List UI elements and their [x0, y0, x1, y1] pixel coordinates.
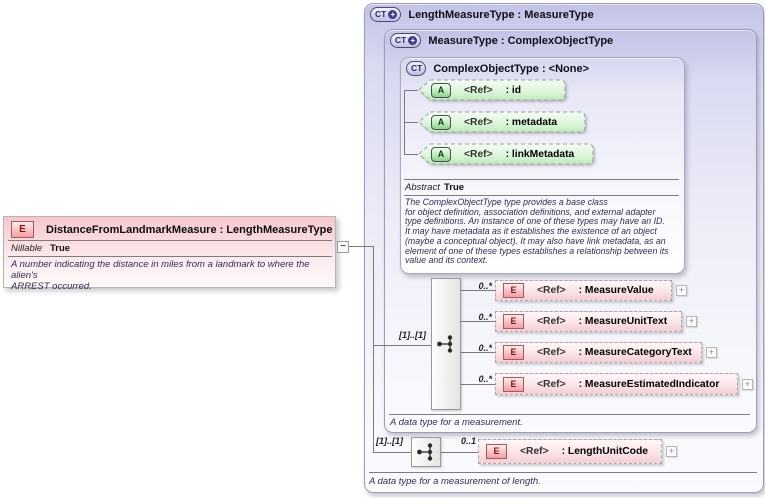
attribute-ref: <Ref> — [464, 116, 493, 128]
element-cardinality: 0..* — [478, 374, 492, 384]
element-ref: <Ref> — [537, 285, 566, 296]
length-measure-type-header: CT+ LengthMeasureType : MeasureType — [370, 7, 594, 22]
expand-icon: + — [408, 36, 418, 45]
element-icon: E — [503, 376, 524, 392]
plus-icon: + — [678, 285, 685, 295]
expand-icon: + — [388, 10, 398, 19]
expand-toggle[interactable]: + — [676, 285, 687, 296]
plus-icon: + — [744, 379, 751, 389]
attribute-name: : metadata — [505, 116, 558, 128]
complex-type-icon[interactable]: CT+ — [390, 33, 422, 48]
expand-toggle[interactable]: + — [706, 347, 717, 358]
left-element-header: E DistanceFromLandmarkMeasure : LengthMe… — [11, 221, 332, 238]
plus-icon: + — [668, 446, 675, 456]
plus-icon: + — [688, 316, 695, 326]
abstract-value: True — [444, 182, 465, 193]
group-cardinality: [1]..[1] — [376, 436, 403, 446]
element-cardinality: 0..* — [478, 312, 492, 322]
element-name: : MeasureCategoryText — [578, 347, 692, 358]
attribute-icon: A — [431, 146, 451, 162]
element-name: : MeasureEstimatedIndicator — [578, 378, 720, 390]
attribute-box-id[interactable]: A <Ref> : id — [418, 79, 566, 101]
element-box-distance-from-landmark-measure[interactable]: E DistanceFromLandmarkMeasure : LengthMe… — [3, 216, 336, 292]
element-icon: E — [503, 283, 524, 298]
expand-toggle[interactable]: + — [666, 446, 677, 457]
element-ref: <Ref> — [537, 347, 566, 358]
element-icon: E — [503, 345, 524, 360]
minus-icon: − — [340, 241, 346, 252]
attribute-name: : linkMetadata — [505, 148, 575, 160]
complex-type-icon[interactable]: CT — [406, 61, 427, 76]
page-title: LengthMeasureType : MeasureType — [408, 8, 594, 21]
complex-object-type-title: ComplexObjectType : <None> — [433, 62, 590, 75]
sequence-icon — [437, 335, 453, 353]
element-cardinality: 0..1 — [460, 436, 476, 446]
complex-type-icon[interactable]: CT+ — [370, 7, 402, 22]
element-box-length-unit-code[interactable]: E <Ref> : LengthUnitCode — [478, 439, 662, 464]
abstract-label: Abstract — [405, 182, 440, 193]
sequence-compositor-measure-type — [431, 278, 461, 410]
measure-type-title: MeasureType : ComplexObjectType — [428, 34, 614, 47]
length-measure-type-description: A data type for a measurement of length. — [369, 476, 541, 487]
attribute-icon: A — [431, 114, 451, 130]
element-box-measure-value[interactable]: E <Ref> : MeasureValue — [495, 280, 672, 301]
sequence-icon — [417, 443, 433, 461]
complex-object-type-header: CT ComplexObjectType : <None> — [406, 61, 589, 76]
element-name: : MeasureUnitText — [578, 316, 668, 327]
sequence-compositor-length-measure-type — [411, 437, 441, 467]
element-box-measure-unit-text[interactable]: E <Ref> : MeasureUnitText — [495, 311, 682, 332]
element-name: : LengthUnitCode — [561, 446, 648, 457]
measure-type-description: A data type for a measurement. — [390, 417, 523, 428]
measure-type-header: CT+ MeasureType : ComplexObjectType — [390, 33, 613, 48]
element-cardinality: 0..* — [478, 343, 492, 353]
element-name: : MeasureValue — [578, 285, 654, 296]
element-icon: E — [486, 444, 507, 459]
attribute-box-link-metadata[interactable]: A <Ref> : linkMetadata — [418, 143, 594, 165]
element-icon: E — [503, 314, 524, 329]
expand-toggle[interactable]: + — [686, 316, 697, 327]
element-ref: <Ref> — [520, 446, 549, 457]
group-cardinality: [1]..[1] — [399, 330, 426, 340]
element-cardinality: 0..* — [478, 281, 492, 291]
left-element-title: DistanceFromLandmarkMeasure : LengthMeas… — [46, 223, 333, 236]
complex-object-type-description: The ComplexObjectType type provides a ba… — [405, 197, 669, 266]
attribute-ref: <Ref> — [464, 84, 493, 96]
expand-toggle[interactable]: + — [742, 379, 753, 390]
element-ref: <Ref> — [537, 378, 566, 390]
element-box-measure-estimated-indicator[interactable]: E <Ref> : MeasureEstimatedIndicator — [495, 373, 738, 395]
attribute-icon: A — [431, 82, 451, 98]
left-element-description: A number indicating the distance in mile… — [11, 259, 310, 292]
attribute-box-metadata[interactable]: A <Ref> : metadata — [418, 111, 586, 133]
attribute-name: : id — [505, 84, 522, 96]
attribute-ref: <Ref> — [464, 148, 493, 160]
nillable-value: True — [50, 243, 71, 254]
plus-icon: + — [708, 347, 715, 357]
collapse-toggle[interactable]: − — [337, 241, 349, 253]
element-box-measure-category-text[interactable]: E <Ref> : MeasureCategoryText — [495, 342, 702, 363]
element-icon: E — [11, 221, 34, 238]
nillable-label: Nillable — [11, 243, 43, 254]
element-ref: <Ref> — [537, 316, 566, 327]
